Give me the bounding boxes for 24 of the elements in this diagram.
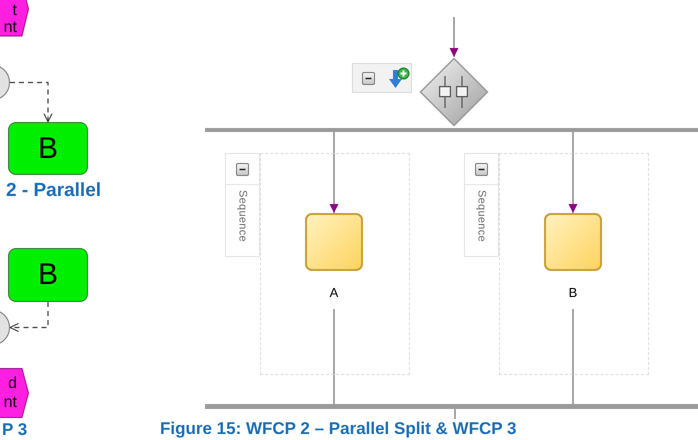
section-heading: 2 - Parallel	[6, 180, 102, 202]
dashed-arrow	[10, 82, 53, 123]
sequence-label: Sequence	[476, 190, 488, 242]
event-hexagon: t nt	[0, 0, 30, 37]
connector-line	[333, 309, 335, 404]
event-hexagon: d nt	[0, 368, 30, 418]
function-box: B	[8, 122, 88, 175]
dashed-arrow	[9, 302, 49, 332]
caption-text: P 3	[2, 420, 28, 440]
arrow	[450, 17, 458, 57]
figure-caption: Figure 15: WFCP 2 – Parallel Split & WFCP 3	[160, 419, 516, 439]
flow-bar	[205, 128, 698, 132]
arrow	[568, 132, 578, 213]
flow-bar	[205, 404, 698, 409]
task-label: A	[330, 285, 338, 301]
connector-line	[572, 309, 574, 404]
function-box: B	[8, 248, 88, 302]
task-label: B	[568, 285, 578, 301]
connector-line	[454, 409, 456, 419]
sequence-label: Sequence	[236, 190, 248, 242]
gateway-diamond	[419, 57, 489, 127]
sequence-container	[464, 153, 649, 375]
sequence-container	[225, 153, 410, 375]
arrow	[330, 132, 338, 213]
